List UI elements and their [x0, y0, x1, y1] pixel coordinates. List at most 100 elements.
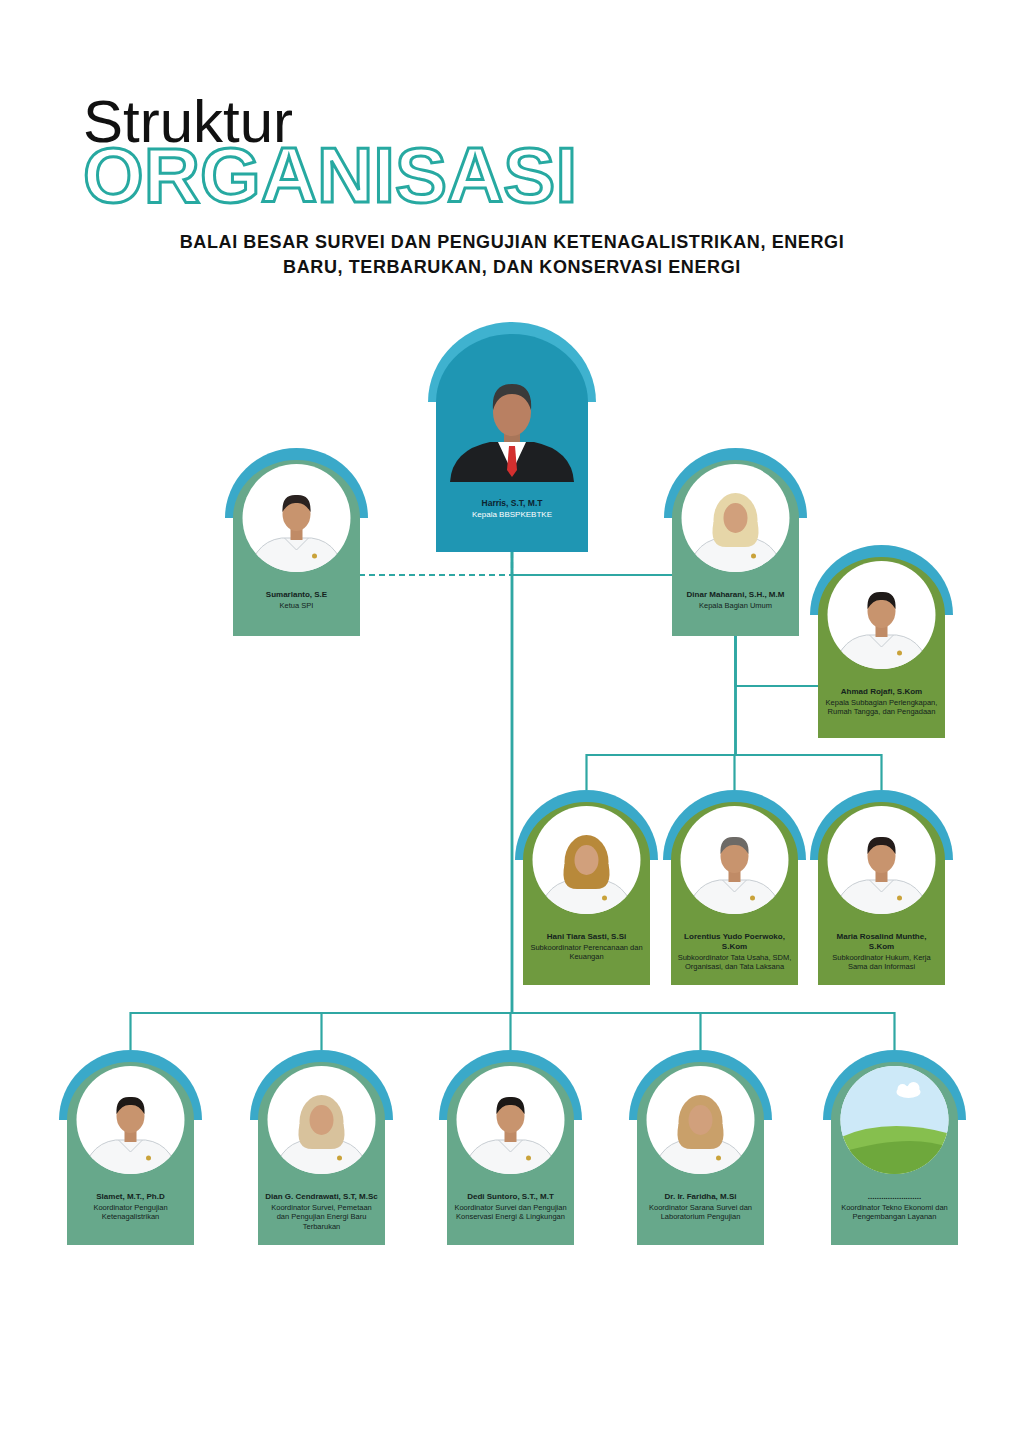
portrait — [835, 1060, 955, 1180]
card-text: Sumarlanto, S.EKetua SPI — [239, 590, 354, 610]
badge — [897, 651, 902, 656]
card-body — [233, 460, 360, 636]
shirt — [81, 1140, 181, 1188]
badge — [526, 1156, 531, 1161]
shirt — [832, 635, 932, 683]
card-text: Lorentius Yudo Poerwoko, S.KomSubkoordin… — [677, 932, 792, 972]
hair — [493, 384, 531, 410]
suit — [450, 442, 574, 482]
dashed-connector — [360, 552, 512, 575]
badge — [897, 896, 902, 901]
hair — [496, 1097, 524, 1114]
person-name: Dr. Ir. Faridha, M.Si — [643, 1192, 758, 1202]
position-title: Kepala BBSPKEBTKE — [442, 510, 582, 520]
org-card: Hani Tiara Sasti, S.SiSubkoordinator Per… — [515, 790, 658, 985]
person-name: Sumarlanto, S.E — [239, 590, 354, 600]
portrait — [272, 1095, 372, 1188]
card-body — [818, 802, 945, 985]
title-word: ORGANISASI — [83, 136, 577, 214]
card-text: Dinar Maharani, S.H., M.MKepala Bagian U… — [678, 590, 793, 610]
hair — [867, 592, 895, 609]
person-name: Dedi Suntoro, S.T., M.T — [453, 1192, 568, 1202]
card-text: Hani Tiara Sasti, S.SiSubkoordinator Per… — [529, 932, 644, 962]
card-body — [671, 802, 798, 985]
card-text: Dr. Ir. Faridha, M.SiKoordinator Sarana … — [643, 1192, 758, 1222]
card-text: Dedi Suntoro, S.T., M.TKoordinator Surve… — [453, 1192, 568, 1222]
person-name: ........................ — [837, 1192, 952, 1202]
org-connector — [587, 636, 736, 790]
org-card: Dian G. Cendrawati, S.T, M.ScKoordinator… — [250, 1050, 393, 1245]
card-body — [523, 802, 650, 985]
org-connector — [512, 552, 672, 575]
position-title: Koordinator Sarana Survei dan Laboratori… — [643, 1203, 758, 1222]
badge — [312, 554, 317, 559]
hair — [867, 837, 895, 854]
portrait — [685, 837, 785, 928]
collar — [870, 880, 894, 892]
face — [310, 1105, 334, 1135]
person-name: Hani Tiara Sasti, S.Si — [529, 932, 644, 942]
portrait — [686, 493, 786, 586]
face — [575, 845, 599, 875]
org-card: Lorentius Yudo Poerwoko, S.KomSubkoordin… — [663, 790, 806, 985]
card-text: Ahmad Rojafi, S.KomKepala Subbagian Perl… — [824, 687, 939, 717]
position-title: Koordinator Survei dan Pengujian Konserv… — [453, 1203, 568, 1222]
portrait — [450, 384, 574, 482]
badge — [337, 1156, 342, 1161]
person-name: Maria Rosalind Munthe, S.Kom — [824, 932, 939, 952]
shirt — [685, 880, 785, 928]
position-title: Koordinator Pengujian Ketenagalistrikan — [73, 1203, 188, 1222]
person-name: Slamet, M.T., Ph.D — [73, 1192, 188, 1202]
hair — [116, 1097, 144, 1114]
position-title: Koordinator Survei, Pemetaan dan Penguji… — [264, 1203, 379, 1231]
org-card: Slamet, M.T., Ph.DKoordinator Pengujian … — [59, 1050, 202, 1245]
card-body — [672, 460, 799, 636]
position-title: Subkoordinator Hukum, Kerja Sama dan Inf… — [824, 953, 939, 972]
card-text: Harris, S.T, M.TKepala BBSPKEBTKE — [442, 498, 582, 520]
face — [724, 503, 748, 533]
card-text: Slamet, M.T., Ph.DKoordinator Pengujian … — [73, 1192, 188, 1222]
person-name: Harris, S.T, M.T — [442, 498, 582, 509]
person-name: Dian G. Cendrawati, S.T, M.Sc — [264, 1192, 379, 1202]
card-text: Maria Rosalind Munthe, S.KomSubkoordinat… — [824, 932, 939, 972]
org-card: Dedi Suntoro, S.T., M.TKoordinator Surve… — [439, 1050, 582, 1245]
hair — [720, 837, 748, 854]
person-name: Ahmad Rojafi, S.Kom — [824, 687, 939, 697]
collar — [499, 1140, 523, 1152]
position-title: Subkoordinator Tata Usaha, SDM, Organisa… — [677, 953, 792, 972]
org-card: Dinar Maharani, S.H., M.MKepala Bagian U… — [664, 448, 807, 636]
hair — [282, 495, 310, 512]
org-card: Dr. Ir. Faridha, M.SiKoordinator Sarana … — [629, 1050, 772, 1245]
card-body — [436, 334, 588, 552]
portrait — [832, 837, 932, 928]
subtitle: BALAI BESAR SURVEI DAN PENGUJIAN KETENAG… — [162, 230, 862, 280]
face — [689, 1105, 713, 1135]
person-name: Dinar Maharani, S.H., M.M — [678, 590, 793, 600]
org-connector — [736, 636, 819, 686]
org-card: ........................Koordinator Tekn… — [823, 1050, 966, 1245]
collar — [723, 880, 747, 892]
cloud — [908, 1082, 920, 1094]
hill — [835, 1141, 955, 1180]
position-title: Koordinator Tekno Ekonomi dan Pengembang… — [837, 1203, 952, 1222]
portrait — [832, 592, 932, 683]
position-title: Ketua SPI — [239, 601, 354, 610]
shirt — [461, 1140, 561, 1188]
portrait — [537, 835, 637, 928]
card-text: Dian G. Cendrawati, S.T, M.ScKoordinator… — [264, 1192, 379, 1231]
badge — [716, 1156, 721, 1161]
card-body — [447, 1062, 574, 1245]
card-body — [258, 1062, 385, 1245]
badge — [146, 1156, 151, 1161]
org-card: Sumarlanto, S.EKetua SPI — [225, 448, 368, 636]
org-card: Maria Rosalind Munthe, S.KomSubkoordinat… — [810, 790, 953, 985]
org-card: Ahmad Rojafi, S.KomKepala Subbagian Perl… — [810, 545, 953, 738]
badge — [602, 896, 607, 901]
person-name: Lorentius Yudo Poerwoko, S.Kom — [677, 932, 792, 952]
collar — [870, 635, 894, 647]
card-body — [67, 1062, 194, 1245]
portrait — [651, 1095, 751, 1188]
shirt — [247, 538, 347, 586]
portrait — [461, 1097, 561, 1188]
